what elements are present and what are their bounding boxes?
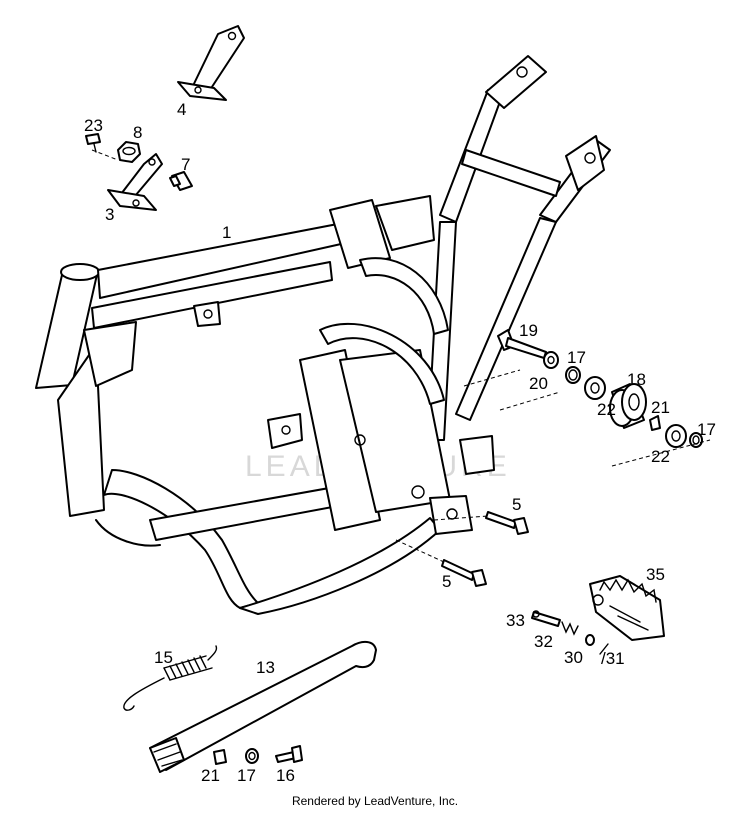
frame[interactable]	[35, 55, 611, 615]
bolt-5-upper[interactable]	[485, 511, 529, 535]
bearing-22-right[interactable]	[665, 424, 687, 448]
bolt-7[interactable]	[169, 171, 193, 191]
sleeve-21-pivot[interactable]	[649, 415, 661, 431]
callout-1: 1	[222, 223, 231, 242]
footpeg-35[interactable]	[589, 575, 665, 641]
sidestand-13[interactable]	[149, 640, 377, 773]
callout-16: 16	[276, 766, 295, 785]
leader-line	[611, 439, 711, 467]
bracket-4[interactable]	[177, 25, 245, 101]
callout-21-pivot: 21	[651, 398, 670, 417]
callout-31: /31	[601, 649, 625, 668]
spring-15[interactable]	[123, 645, 218, 711]
callout-18: 18	[627, 370, 646, 389]
render-credit: Rendered by LeadVenture, Inc.	[291, 794, 459, 808]
callout-35: 35	[646, 565, 665, 584]
callout-22-left: 22	[597, 400, 616, 419]
callout-30: 30	[564, 648, 583, 667]
leader-line	[463, 369, 521, 387]
callout-7: 7	[181, 155, 190, 174]
callout-21-stand: 21	[201, 766, 220, 785]
callout-4: 4	[177, 100, 186, 119]
leader-line	[91, 149, 119, 161]
leader-line	[395, 539, 445, 563]
callout-5-lower: 5	[442, 572, 451, 591]
callout-32: 32	[534, 632, 553, 651]
washer-17-stand[interactable]	[245, 748, 259, 764]
spring-32[interactable]	[561, 621, 579, 636]
leader-line	[499, 391, 561, 411]
callout-22-right: 22	[651, 447, 670, 466]
nut-8[interactable]	[117, 141, 141, 163]
callout-33: 33	[506, 611, 525, 630]
screw-23[interactable]	[85, 133, 101, 153]
washer-30[interactable]	[585, 634, 595, 646]
leader-line	[433, 515, 489, 521]
callout-15: 15	[154, 648, 173, 667]
sleeve-21-stand[interactable]	[213, 749, 227, 765]
callout-5-upper: 5	[512, 495, 521, 514]
callout-3: 3	[105, 205, 114, 224]
callout-17-stand: 17	[237, 766, 256, 785]
cotter-pin-31[interactable]	[599, 643, 609, 655]
callout-23: 23	[84, 116, 103, 135]
callout-8: 8	[133, 123, 142, 142]
bolt-5-lower[interactable]	[441, 559, 487, 587]
callout-13: 13	[256, 658, 275, 677]
bearing-22-left[interactable]	[584, 376, 606, 400]
bushing-18[interactable]	[609, 383, 647, 429]
washer-20[interactable]	[543, 351, 559, 369]
callout-19: 19	[519, 321, 538, 340]
bolt-16[interactable]	[275, 745, 303, 763]
callout-17-right: 17	[697, 420, 716, 439]
washer-17-upper[interactable]	[565, 366, 581, 384]
bracket-3[interactable]	[107, 153, 163, 211]
callout-20: 20	[529, 374, 548, 393]
pin-33[interactable]	[531, 610, 561, 627]
callout-17-upper: 17	[567, 348, 586, 367]
